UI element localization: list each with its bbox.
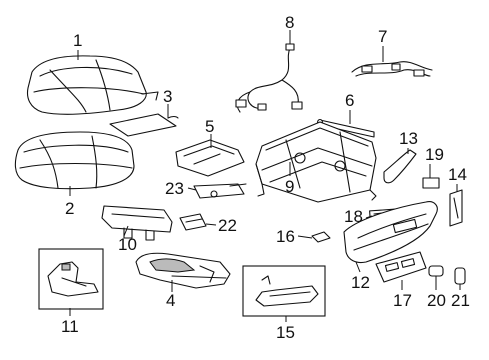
callout-16: 16	[276, 227, 295, 246]
wiring-harness-center	[235, 43, 303, 113]
callout-5: 5	[205, 117, 214, 136]
callout-13: 13	[399, 129, 418, 148]
callout-18: 18	[344, 207, 363, 226]
seat-cushion-pad	[14, 131, 135, 190]
side-shield-4	[135, 252, 231, 289]
leader-lines	[69, 30, 461, 322]
bracket-23	[193, 183, 247, 199]
callout-22: 22	[218, 216, 237, 235]
wiring-harness-right	[351, 61, 433, 77]
trim-panel-14	[449, 189, 463, 227]
callout-21: 21	[451, 291, 470, 310]
callout-14: 14	[448, 165, 467, 184]
callout-23: 23	[165, 179, 184, 198]
callout-3: 3	[163, 87, 172, 106]
callout-6: 6	[345, 91, 354, 110]
callout-19: 19	[425, 145, 444, 164]
knob-20	[428, 265, 444, 277]
callout-12: 12	[351, 273, 370, 292]
inset-box-11	[38, 248, 104, 310]
side-panel-12	[343, 201, 438, 264]
callout-1: 1	[73, 31, 82, 50]
cap-21	[454, 267, 466, 285]
callout-9: 9	[285, 177, 294, 196]
clip-19	[422, 177, 440, 189]
seat-cushion-cover	[26, 55, 159, 115]
pad-22	[179, 213, 207, 231]
callout-17: 17	[393, 291, 412, 310]
callout-10: 10	[118, 235, 137, 254]
seat-heater-mat	[109, 113, 179, 137]
callout-15: 15	[276, 323, 295, 342]
handle-13	[383, 149, 417, 184]
lower-bracket-10	[101, 205, 173, 241]
callout-7: 7	[378, 27, 387, 46]
cushion-pan	[175, 139, 245, 177]
callout-20: 20	[427, 291, 446, 310]
callout-8: 8	[285, 13, 294, 32]
seat-frame-track	[255, 121, 377, 203]
switch-bezel-17	[375, 251, 427, 283]
inset-box-15	[242, 265, 326, 317]
callout-labels: 1 2 3 4 5 6 7 8 9 10 11 12 13 14 15 16 1…	[61, 13, 470, 342]
callout-4: 4	[166, 291, 175, 310]
tag-16	[311, 231, 331, 243]
callout-2: 2	[65, 199, 74, 218]
callout-11: 11	[61, 317, 79, 336]
